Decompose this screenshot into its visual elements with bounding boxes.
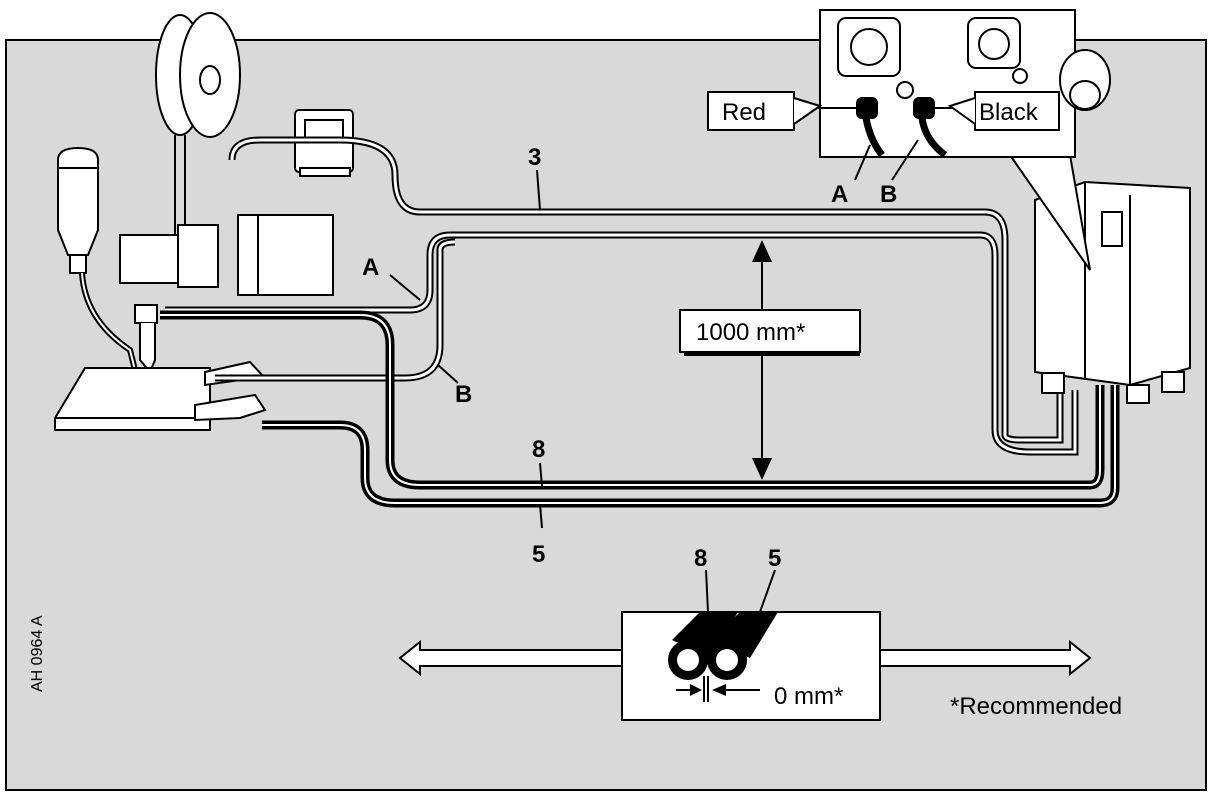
cable-b-label: B bbox=[455, 381, 472, 408]
recommended-note: *Recommended bbox=[950, 693, 1122, 720]
cable-3-label: 3 bbox=[528, 144, 541, 171]
red-label-box bbox=[707, 91, 795, 131]
cable-8-label: 8 bbox=[532, 436, 545, 463]
connector-b-label: B bbox=[880, 181, 897, 208]
connector-callout bbox=[818, 9, 1111, 271]
cable-5-label: 5 bbox=[532, 541, 545, 568]
red-label: Red bbox=[722, 99, 766, 126]
document-id: AH 0964 A bbox=[29, 615, 46, 692]
distance-label: 1000 mm* bbox=[696, 319, 805, 346]
torch-assembly bbox=[57, 146, 334, 374]
black-label-box bbox=[974, 91, 1060, 131]
inset-8-label: 8 bbox=[694, 545, 707, 572]
connector-a-label: A bbox=[831, 181, 848, 208]
inset-5-label: 5 bbox=[768, 545, 781, 572]
gap-label: 0 mm* bbox=[774, 683, 843, 710]
spacing-inset bbox=[398, 569, 1092, 721]
wire-spool bbox=[155, 12, 241, 250]
workpiece bbox=[54, 367, 211, 431]
cable-leaders bbox=[389, 169, 543, 529]
cable-a-label: A bbox=[362, 254, 379, 281]
black-label: Black bbox=[979, 99, 1039, 126]
distance-arrow bbox=[752, 240, 772, 480]
